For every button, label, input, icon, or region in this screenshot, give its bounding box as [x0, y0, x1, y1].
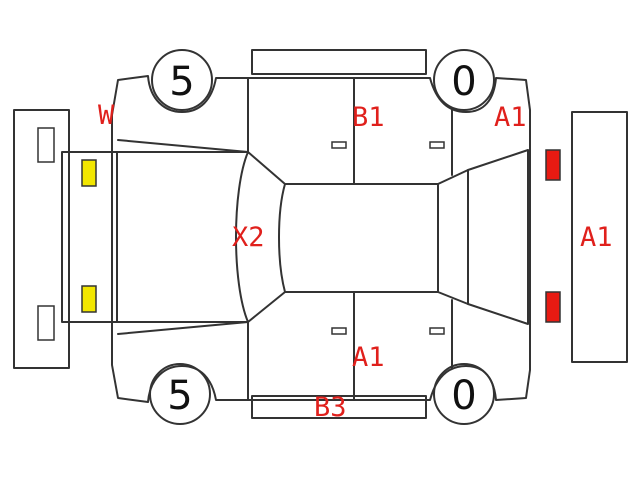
top-side-skirt [251, 49, 427, 75]
bonnet-lines [116, 151, 249, 323]
mark-a1-bottom: A1 [352, 342, 385, 373]
front-bumper [13, 109, 70, 369]
mark-b1: B1 [352, 102, 385, 133]
bottom-side-skirt [251, 395, 427, 419]
mark-w: W [98, 100, 115, 131]
front-lamp-bottom [81, 285, 97, 313]
wheel-rear-right-label: 0 [451, 373, 476, 419]
mark-a1-top: A1 [494, 102, 527, 133]
mark-a1-right: A1 [580, 222, 613, 253]
door-lines [117, 77, 453, 401]
wheel-front-right-label: 0 [451, 59, 476, 105]
roof [284, 183, 439, 293]
rear-bumper [571, 111, 628, 363]
door-handles [331, 141, 445, 335]
wheel-rear-right: 0 [433, 363, 495, 425]
wheel-front-left: 5 [151, 49, 213, 111]
front-lamp-top [81, 159, 97, 187]
wheel-rear-left-label: 5 [167, 373, 192, 419]
wheel-front-right: 0 [433, 49, 495, 111]
wheel-rear-left: 5 [149, 363, 211, 425]
rear-lamp-bottom [545, 291, 561, 323]
mark-x2: X2 [232, 222, 265, 253]
rear-lamp-top [545, 149, 561, 181]
rear-window [437, 169, 469, 305]
trunk-lid [467, 149, 529, 325]
front-panel [61, 151, 118, 323]
mark-b3: B3 [314, 392, 347, 423]
wheel-front-left-label: 5 [169, 59, 194, 105]
car-body-outline [111, 75, 531, 403]
